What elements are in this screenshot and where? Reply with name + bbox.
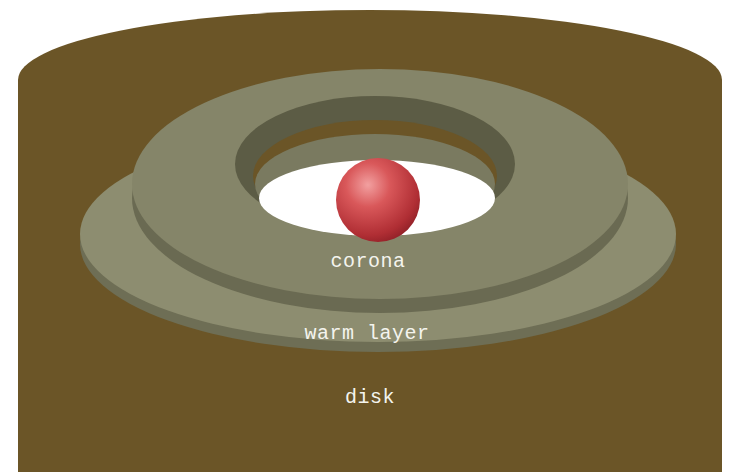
disk-shape <box>18 10 722 472</box>
part-label: disk <box>345 387 395 409</box>
warm-layer-ring <box>132 69 628 299</box>
part-label: warm layer <box>304 323 429 345</box>
corona-sphere <box>336 158 420 242</box>
part-label: corona <box>330 251 405 273</box>
